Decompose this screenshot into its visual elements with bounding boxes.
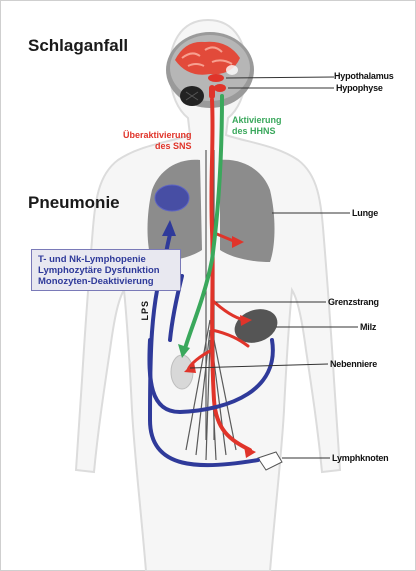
label-nebenniere: Nebenniere bbox=[330, 360, 377, 369]
hypothalamus-marker bbox=[208, 74, 224, 82]
hhns-label: Aktivierung des HHNS bbox=[232, 115, 282, 137]
immune-box-line2: Lymphozytäre Dysfunktion bbox=[38, 265, 180, 276]
label-hypophyse: Hypophyse bbox=[336, 84, 383, 93]
title-stroke: Schlaganfall bbox=[28, 37, 128, 54]
label-grenzstrang: Grenzstrang bbox=[328, 298, 379, 307]
label-milz: Milz bbox=[360, 323, 376, 332]
hhns-label-line2: des HHNS bbox=[232, 126, 282, 137]
label-lymphknoten: Lymphknoten bbox=[332, 454, 388, 463]
sns-label-line1: Überaktivierung bbox=[123, 130, 192, 141]
title-pneumonia: Pneumonie bbox=[28, 194, 120, 211]
lps-label: LPS bbox=[140, 300, 150, 321]
immune-box-line1: T- und Nk-Lymphopenie bbox=[38, 254, 180, 265]
sns-label-line2: des SNS bbox=[123, 141, 192, 152]
immune-box-line3: Monozyten-Deaktivierung bbox=[38, 276, 180, 287]
label-lunge: Lunge bbox=[352, 209, 378, 218]
immune-box: T- und Nk-Lymphopenie Lymphozytäre Dysfu… bbox=[31, 249, 181, 291]
hhns-label-line1: Aktivierung bbox=[232, 115, 282, 126]
hypophyse-marker bbox=[214, 84, 226, 92]
sns-label: Überaktivierung des SNS bbox=[123, 130, 192, 152]
label-hypothalamus: Hypothalamus bbox=[334, 72, 394, 81]
